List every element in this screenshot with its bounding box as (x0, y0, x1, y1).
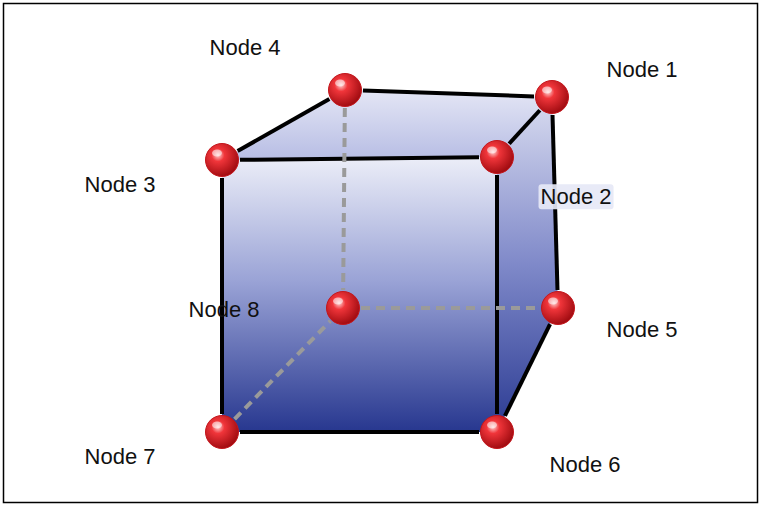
sphere (329, 74, 362, 107)
cube-edge (363, 91, 534, 97)
sphere-shape (325, 290, 361, 326)
sphere-shape (479, 414, 515, 450)
frame (4, 4, 758, 503)
sphere-highlight (212, 150, 222, 157)
sphere-highlight (548, 298, 558, 305)
sphere (536, 81, 569, 114)
sphere-shape (479, 139, 515, 175)
node-label: Node 8 (187, 297, 262, 322)
cube-edge (220, 178, 224, 414)
sphere (542, 292, 575, 325)
cube-edge (238, 99, 330, 151)
front-face (222, 157, 497, 432)
sphere-shape (534, 79, 570, 115)
node-sphere: Node 4 (327, 72, 363, 108)
node-sphere: Node 8 (325, 290, 361, 326)
sphere-highlight (333, 298, 343, 305)
node-sphere: Node 6 (479, 414, 515, 450)
cube-edge (509, 110, 540, 143)
sphere-shape (204, 142, 240, 178)
cube-edge (240, 157, 479, 160)
sphere-highlight (212, 422, 222, 429)
cube-edge (495, 175, 499, 414)
node-sphere: Node 3 (204, 142, 240, 178)
node-sphere: Node 5 (540, 290, 576, 326)
sphere (206, 416, 239, 449)
node-label: Node 1 (605, 57, 680, 82)
sphere-shape (327, 72, 363, 108)
node-label: Node 2 (539, 184, 614, 209)
node-sphere: Node 2 (479, 139, 515, 175)
node-label: Node 6 (548, 452, 623, 477)
node-sphere: Node 1 (534, 79, 570, 115)
hidden-edge (361, 306, 540, 310)
node-label: Node 5 (605, 317, 680, 342)
hidden-edge (343, 108, 345, 290)
node-label: Node 4 (208, 35, 283, 60)
node-sphere: Node 7 (204, 414, 240, 450)
sphere-shape (540, 290, 576, 326)
node-label: Node 3 (83, 172, 158, 197)
sphere-shape (204, 414, 240, 450)
sphere-highlight (487, 422, 497, 429)
sphere-highlight (335, 80, 345, 87)
sphere (481, 141, 514, 174)
sphere-highlight (542, 87, 552, 94)
hidden-edge (235, 321, 331, 419)
node-label: Node 7 (83, 444, 158, 469)
sphere (327, 292, 360, 325)
cube-edge (505, 324, 550, 416)
sphere (206, 144, 239, 177)
sphere-highlight (487, 147, 497, 154)
cube-edge (240, 430, 479, 434)
sphere (481, 416, 514, 449)
